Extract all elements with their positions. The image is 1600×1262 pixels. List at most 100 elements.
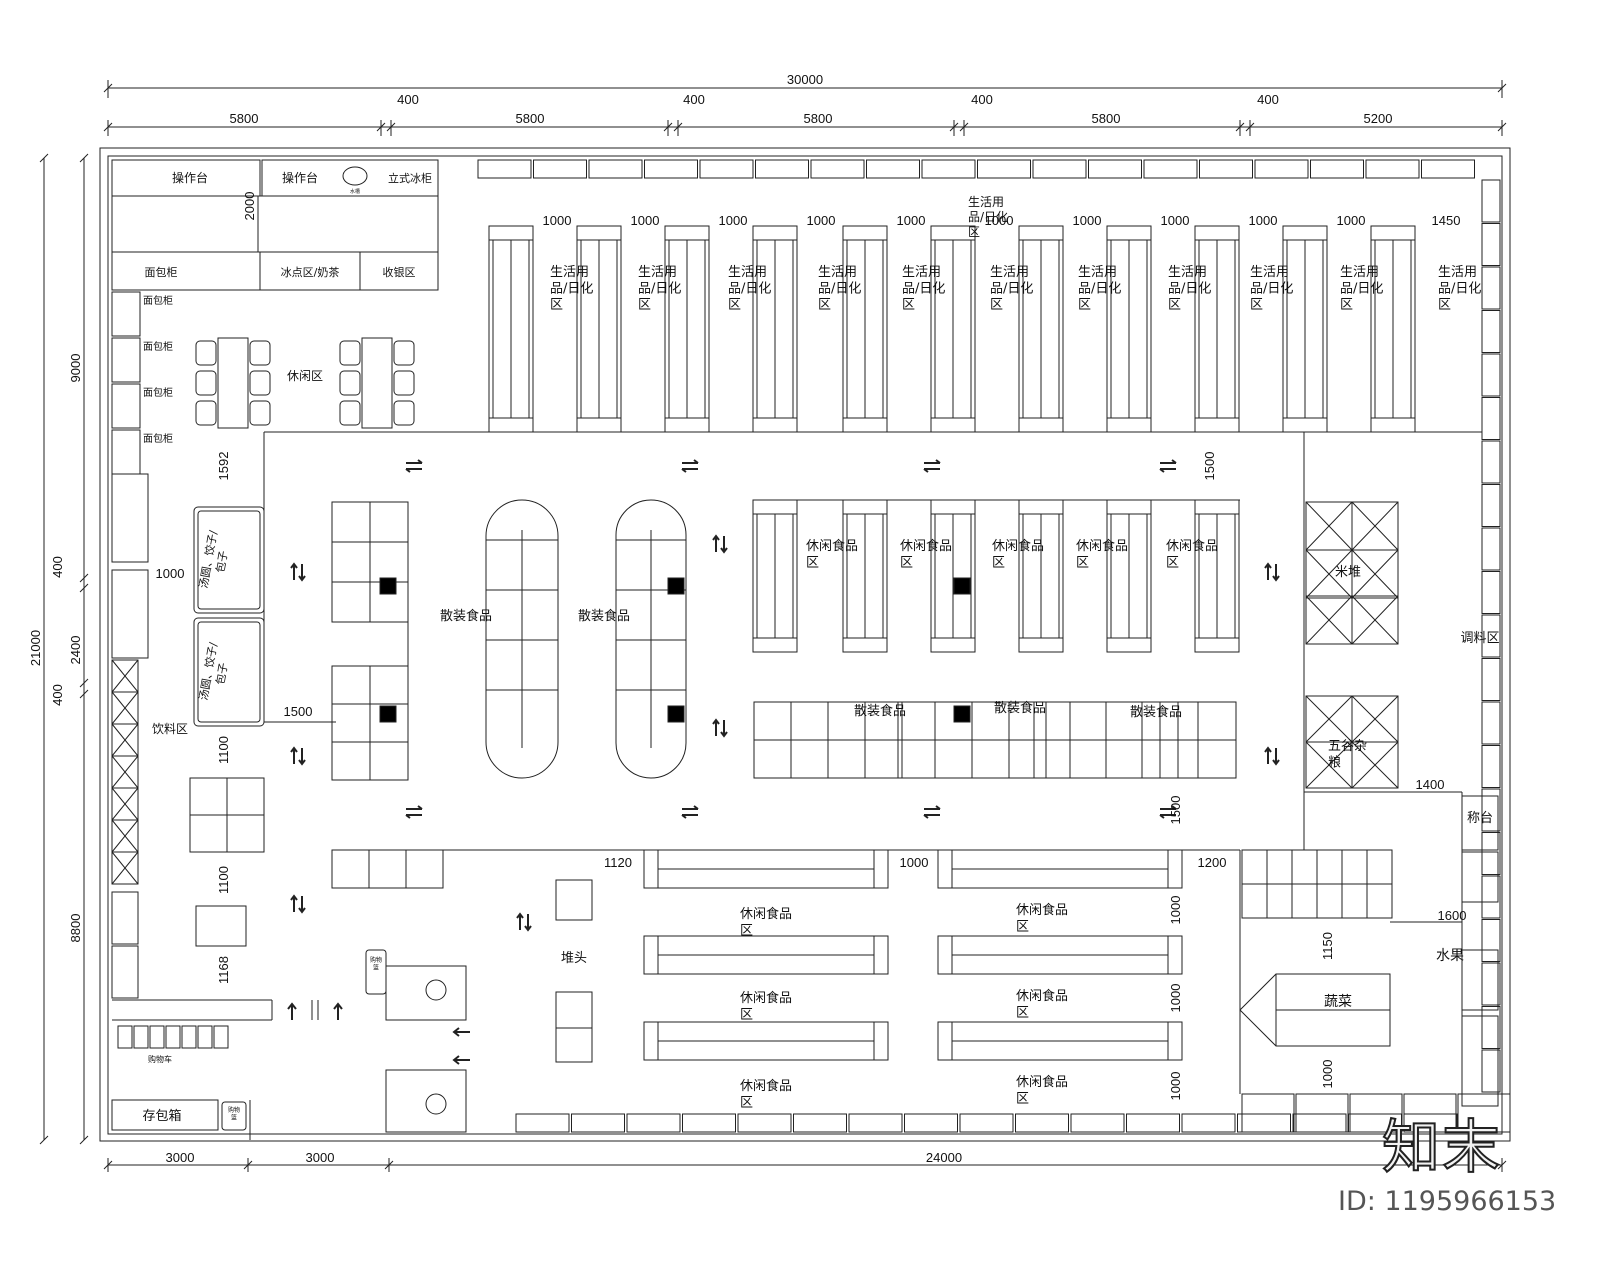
chair	[195, 400, 217, 426]
dimension-left-segment: 2400	[68, 636, 83, 665]
bulk-food-label-5: 散装食品	[1130, 704, 1182, 720]
dimension-1400: 1400	[1416, 777, 1445, 792]
wall-shelf-right	[1481, 266, 1501, 310]
basket-label-1: 购物篮	[228, 1106, 240, 1122]
flow-arrow-icon	[1264, 562, 1280, 582]
dimension-shelf-gap: 1000	[543, 213, 572, 228]
bread-cabinet	[111, 383, 141, 429]
dimension-shelf-gap: 1000	[1337, 213, 1366, 228]
end-cap-display	[555, 991, 593, 1063]
leisure-table	[361, 337, 393, 429]
chair	[339, 340, 361, 366]
dimension-tick	[79, 573, 89, 583]
rice-pile-x	[1351, 595, 1399, 645]
checkout-counter	[385, 965, 467, 1021]
wall-cabinet	[111, 569, 149, 659]
display-rack	[195, 905, 247, 947]
rice-pile	[1351, 595, 1399, 645]
wall-shelf-right	[1481, 919, 1501, 962]
drinks-fridge-x	[111, 819, 139, 853]
flow-arrow-icon	[290, 562, 306, 582]
shopping-cart	[133, 1025, 149, 1049]
dimension-shelf-gap: 1000	[631, 213, 660, 228]
wall-shelf-right	[1481, 658, 1501, 701]
bread-cabinet	[111, 429, 141, 475]
shopping-cart	[197, 1025, 213, 1049]
wall-shelf-bottom	[1126, 1113, 1180, 1133]
end-cap-display	[555, 879, 593, 921]
fruit-label: 水果	[1436, 948, 1464, 964]
chair	[249, 370, 271, 396]
wall-shelf-top	[533, 159, 587, 179]
wall-shelf-bottom	[1292, 1113, 1347, 1133]
cold-drinks-label: 冰点区/奶茶	[281, 265, 340, 279]
snack-food-label: 休闲食品区	[992, 538, 1044, 570]
gondola-shelf-horizontal	[937, 935, 1183, 975]
dimension-1592: 1592	[216, 452, 231, 481]
rice-pile-x	[1351, 549, 1399, 599]
drinks-area-label: 饮料区	[152, 722, 188, 736]
bulk-food-label-2: 散装食品	[578, 608, 630, 624]
dimension-tick	[79, 689, 89, 699]
gondola-shelf	[1282, 225, 1328, 433]
wall-shelf-right	[1481, 440, 1501, 484]
checkout-top-label: 收银区	[383, 265, 416, 279]
wall-shelf-right	[1481, 745, 1501, 788]
snack-food-label: 休闲食品区	[1166, 538, 1218, 570]
watermark-logo: 知末	[1381, 1112, 1503, 1182]
bread-cabinet-small-label: 面包柜	[143, 386, 173, 399]
daily-goods-label: 生活用品/日化区	[1168, 265, 1211, 313]
arrow-left-icon	[452, 1027, 470, 1037]
arrow-up-icon	[333, 1002, 343, 1020]
bread-cabinet-label: 面包柜	[145, 266, 178, 279]
wall-shelf-right	[1481, 179, 1501, 223]
wall-shelf-right	[1481, 397, 1501, 440]
bread-cabinet	[111, 337, 141, 383]
drinks-fridge	[111, 851, 139, 885]
counter-1-label: 操作台	[172, 170, 208, 185]
daily-goods-label: 生活用品/日化区	[1438, 265, 1481, 313]
rice-pile-x	[1305, 549, 1353, 599]
rice-pile-x	[1305, 595, 1353, 645]
wall-fridge	[1461, 851, 1499, 903]
dimension-bottom-segment: 3000	[166, 1150, 195, 1165]
wall-shelf-right	[1481, 788, 1501, 832]
dimension-top-gap: 400	[971, 92, 993, 107]
dimension-1168: 1168	[216, 956, 231, 984]
bulk-food-label-1: 散装食品	[440, 608, 492, 624]
wall-shelf-bottom	[515, 1113, 570, 1133]
daily-goods-label: 生活用品/日化区	[818, 265, 861, 313]
drinks-fridge-x	[111, 851, 139, 885]
gondola-shelf-horizontal	[643, 935, 889, 975]
wall-shelf-top	[810, 159, 865, 179]
freezer-1-inner	[197, 510, 261, 610]
wall-shelf-top	[1421, 159, 1475, 179]
dimension-tick	[39, 1135, 49, 1145]
basket-stack	[221, 1101, 247, 1131]
vegetable-fridge	[1295, 1093, 1349, 1133]
dimension-left-total: 21000	[28, 630, 43, 666]
bread-cabinet-small-label: 面包柜	[143, 432, 173, 445]
dimension-1000-r2: 1000	[1168, 984, 1183, 1013]
arrow-up-icon	[287, 1002, 297, 1020]
dimension-1000-r3: 1000	[1168, 1072, 1183, 1101]
plan-linework	[39, 80, 1511, 1172]
drinks-fridge-x	[111, 723, 139, 757]
wall-shelf-bottom	[1015, 1113, 1069, 1133]
wall-cabinet	[111, 945, 139, 999]
locker	[111, 1099, 219, 1131]
vegetable-fridge	[1403, 1093, 1457, 1133]
rice-pile-x	[1305, 501, 1353, 551]
wall-shelf-top	[1254, 159, 1309, 179]
gondola-shelf	[576, 225, 622, 433]
dimension-tick	[79, 1135, 89, 1145]
bread-cabinet-main	[111, 251, 261, 291]
watermark-id: ID: 1195966153	[1338, 1186, 1557, 1217]
bulk-food-label-3: 散装食品	[854, 703, 906, 719]
dimension-shelf-gap: 1000	[719, 213, 748, 228]
gondola-shelf	[1018, 225, 1064, 433]
scale-counter	[1461, 795, 1499, 851]
flow-arrow-icon	[923, 459, 941, 473]
dimension-1100-a: 1100	[216, 736, 231, 764]
checkout-top-area	[359, 251, 439, 291]
